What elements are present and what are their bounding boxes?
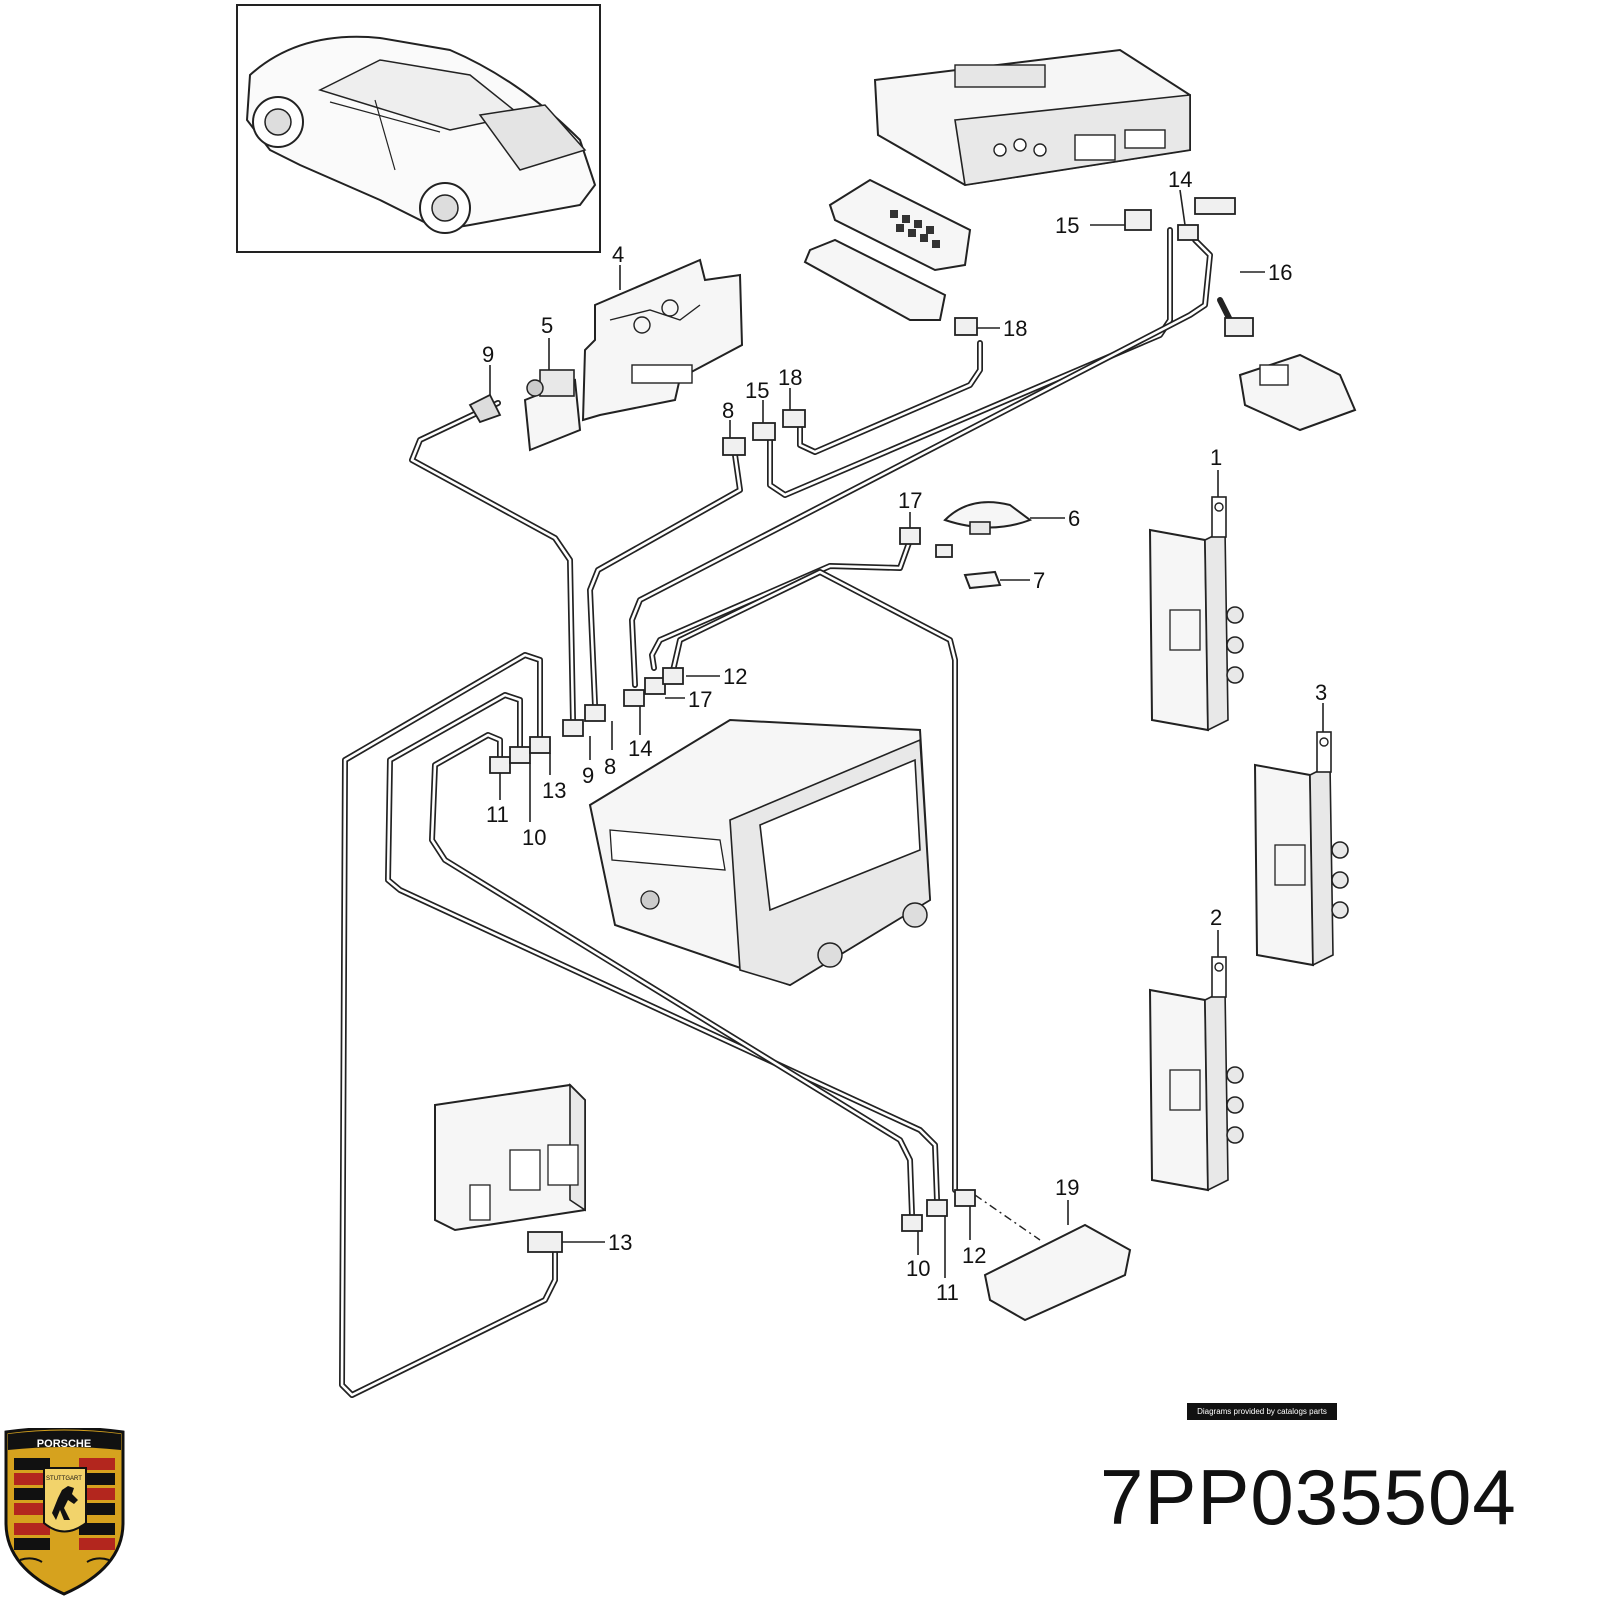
tuner-module-part-2 [1148,956,1244,1192]
callout-11-lower: 11 [936,1280,959,1305]
callout-18-lower: 18 [778,365,802,390]
diagram-credit: Diagrams provided by catalogs parts [1187,1403,1337,1420]
callout-12-upper: 12 [723,664,747,689]
bracket-part-16-housing [1238,353,1357,432]
tuner-module-part-3 [1253,731,1349,967]
callout-7: 7 [1033,568,1045,593]
callout-1: 1 [1210,445,1222,470]
callout-14-upper: 14 [1168,167,1192,192]
logo-top-text: PORSCHE [37,1438,91,1450]
callout-13-lower: 13 [608,1230,632,1255]
callout-2: 2 [1210,905,1222,930]
radio-head-unit [588,718,932,987]
logo-city-text: STUTTGART [46,1476,82,1482]
callout-15-lower: 15 [745,378,769,403]
callout-10-upper: 10 [522,825,546,850]
vehicle-inset [236,4,601,253]
callout-labels: 1 2 3 4 5 6 7 8 8 9 9 10 10 11 11 12 12 … [482,167,1327,1305]
callout-4: 4 [612,242,624,267]
mounting-tray-part-19 [974,1194,1132,1322]
callout-9-lower: 9 [582,763,594,788]
grommet-part-7 [963,570,1002,590]
callout-19: 19 [1055,1175,1079,1200]
callout-16: 16 [1268,260,1292,285]
callout-14-lower: 14 [628,736,652,761]
antenna-part-6 [943,501,1033,535]
callout-5: 5 [541,313,553,338]
horse-icon [52,1486,78,1520]
callout-8-upper: 8 [722,398,734,423]
connectors [468,197,1254,1253]
porsche-crest-logo: PORSCHE STUTTGART [4,1428,125,1596]
callout-17-lower: 17 [688,687,712,712]
control-unit [434,1083,586,1232]
antler-icon [19,1557,110,1563]
part-number: 7PP035504 [1100,1453,1517,1541]
callout-9-upper: 9 [482,342,494,367]
phone-cradle [803,178,972,321]
bracket-part-4 [581,258,744,422]
leader-lines [489,189,1324,1278]
callout-11-upper: 11 [486,802,509,827]
callout-17-upper: 17 [898,488,922,513]
callout-3: 3 [1315,680,1327,705]
callout-6: 6 [1068,506,1080,531]
callout-8-lower: 8 [604,754,616,779]
cable-harness [339,227,1233,1398]
amplifier-unit [873,48,1191,187]
module-part-5 [523,369,582,452]
callout-12-lower: 12 [962,1243,986,1268]
tuner-module-part-1 [1148,496,1244,732]
callout-10-lower: 10 [906,1256,930,1281]
callout-15-upper: 15 [1055,213,1079,238]
callout-18-upper: 18 [1003,316,1027,341]
callout-13-upper: 13 [542,778,566,803]
